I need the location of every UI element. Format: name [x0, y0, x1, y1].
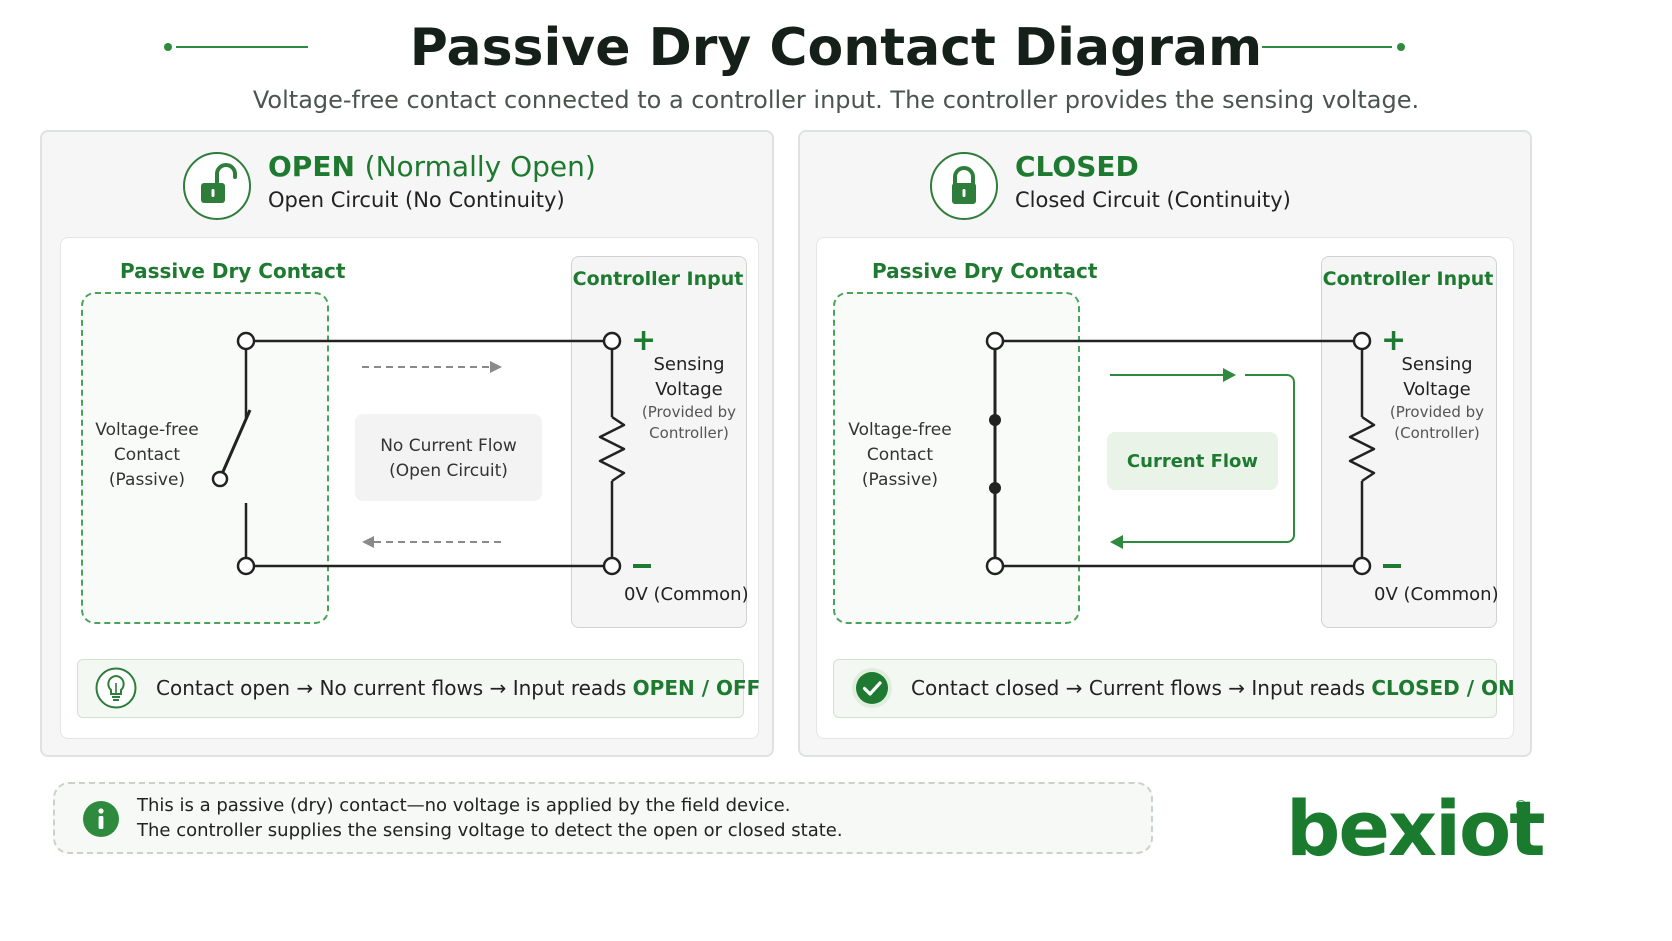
- open-sensing-line1: Sensing: [653, 354, 725, 375]
- open-switch: [211, 341, 252, 566]
- open-controller-title: Controller Input: [572, 268, 744, 290]
- closed-status-prefix: Contact closed → Current flows → Input r…: [911, 676, 1372, 700]
- open-status-bar: [77, 659, 744, 718]
- bexiot-logo: bexiot: [1286, 784, 1546, 873]
- closed-status-text: Contact closed → Current flows → Input r…: [911, 676, 1515, 700]
- closed-flow-box: Current Flow: [1107, 432, 1278, 490]
- open-dashed-arrow-right: [362, 361, 502, 373]
- closed-terminals: [985, 331, 1372, 576]
- open-heading-text: OPEN: [268, 150, 355, 183]
- closed-provided-line1: (Provided by: [1389, 403, 1485, 421]
- open-heading: OPEN (Normally Open): [268, 150, 596, 183]
- open-terminals: [236, 331, 622, 576]
- open-contact-label-line1: Voltage-free: [95, 420, 199, 440]
- open-sensing-line2: Voltage: [655, 379, 723, 400]
- open-resistor: [598, 341, 626, 566]
- open-provided-line1: (Provided by: [641, 403, 737, 421]
- closed-status-state: CLOSED / ON: [1371, 676, 1515, 700]
- left-deco-dot: [164, 43, 172, 51]
- open-status-state: OPEN / OFF: [632, 676, 761, 700]
- info-note-line1: This is a passive (dry) contact—no volta…: [137, 795, 791, 816]
- closed-switch: [989, 341, 1001, 566]
- open-sensing-voltage: Sensing Voltage: [640, 352, 738, 402]
- locked-padlock-icon: [930, 152, 998, 220]
- info-note-text: This is a passive (dry) contact—no volta…: [137, 793, 843, 843]
- open-status-text: Contact open → No current flows → Input …: [156, 676, 760, 700]
- closed-flow-text: Current Flow: [1126, 451, 1259, 472]
- open-provided-line2: Controller): [649, 424, 729, 442]
- page-subtitle: Voltage-free contact connected to a cont…: [252, 86, 1420, 114]
- closed-subheading: Closed Circuit (Continuity): [1015, 188, 1291, 212]
- closed-resistor: [1348, 341, 1376, 566]
- right-deco-line: [1262, 46, 1392, 48]
- check-circle-icon: [851, 667, 893, 709]
- logo-registered-mark: ®: [1514, 798, 1528, 814]
- page-title: Passive Dry Contact Diagram: [409, 18, 1263, 78]
- closed-contact-label-line2: Contact: [866, 445, 934, 465]
- closed-current-flow-arrows: [1110, 368, 1295, 549]
- closed-minus-sign: [1383, 564, 1401, 568]
- open-flow-line1: No Current Flow: [380, 436, 517, 456]
- closed-status-bar: [833, 659, 1497, 718]
- open-subheading: Open Circuit (No Continuity): [268, 188, 565, 212]
- info-note-box: [53, 782, 1153, 854]
- open-dashed-arrow-left: [362, 536, 502, 548]
- info-note-line2: The controller supplies the sensing volt…: [137, 820, 843, 841]
- closed-plus-sign: +: [1381, 323, 1407, 358]
- closed-common-label: 0V (Common): [1374, 584, 1499, 605]
- open-contact-label-line3: (Passive): [108, 470, 186, 490]
- closed-controller-title: Controller Input: [1322, 268, 1494, 290]
- open-flow-line2: (Open Circuit): [389, 461, 508, 481]
- open-plus-sign: +: [631, 323, 657, 358]
- closed-sensing-line2: Voltage: [1403, 379, 1471, 400]
- lightbulb-icon: [95, 667, 137, 709]
- closed-provided-by: (Provided by (Controller): [1384, 402, 1490, 444]
- left-deco-line: [176, 46, 308, 48]
- open-flow-box: No Current Flow (Open Circuit): [355, 414, 542, 501]
- open-contact-title: Passive Dry Contact: [120, 259, 346, 283]
- closed-contact-label-line3: (Passive): [861, 470, 939, 490]
- closed-heading: CLOSED: [1015, 150, 1139, 183]
- open-heading-paren: (Normally Open): [364, 150, 596, 183]
- open-status-prefix: Contact open → No current flows → Input …: [156, 676, 633, 700]
- unlocked-padlock-icon: [183, 152, 251, 220]
- closed-contact-box: [833, 292, 1080, 624]
- closed-contact-label-line1: Voltage-free: [848, 420, 952, 440]
- closed-sensing-line1: Sensing: [1401, 354, 1473, 375]
- closed-contact-title: Passive Dry Contact: [872, 259, 1098, 283]
- open-contact-label: Voltage-free Contact (Passive): [87, 418, 207, 493]
- open-contact-label-line2: Contact: [113, 445, 181, 465]
- open-common-label: 0V (Common): [624, 584, 749, 605]
- right-deco-dot: [1397, 43, 1405, 51]
- open-contact-box: [81, 292, 329, 624]
- open-minus-sign: [633, 564, 651, 568]
- closed-sensing-voltage: Sensing Voltage: [1388, 352, 1486, 402]
- closed-provided-line2: (Controller): [1394, 424, 1480, 442]
- open-flow-text: No Current Flow (Open Circuit): [355, 414, 542, 484]
- closed-contact-label: Voltage-free Contact (Passive): [840, 418, 960, 493]
- open-provided-by: (Provided by Controller): [636, 402, 742, 444]
- info-icon: [82, 800, 120, 838]
